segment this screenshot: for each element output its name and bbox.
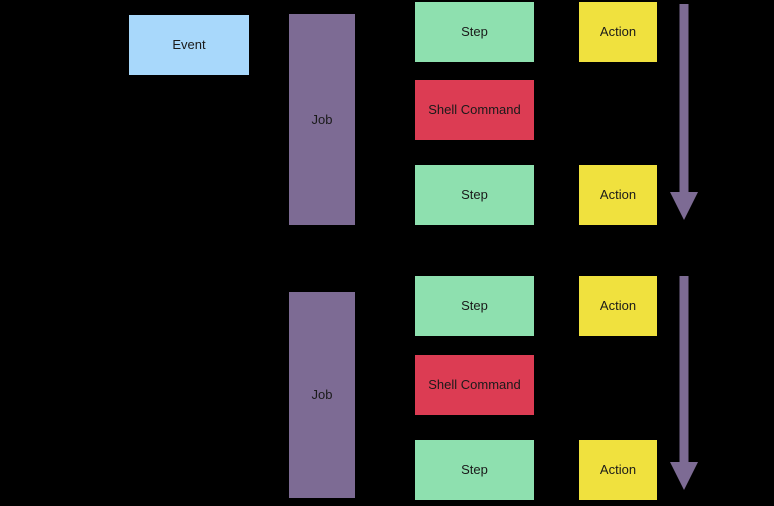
node-label: Step bbox=[461, 24, 488, 40]
node-event: Event bbox=[129, 15, 249, 75]
node-label: Job bbox=[311, 111, 333, 127]
node-label: Shell Command bbox=[428, 102, 521, 118]
node-shell-1-1: Shell Command bbox=[415, 80, 534, 140]
node-label: Step bbox=[461, 462, 488, 478]
arrow-down-icon-arrow-1 bbox=[669, 4, 699, 220]
node-action-1-1: Action bbox=[579, 2, 657, 62]
node-step-2-1: Step bbox=[415, 276, 534, 336]
node-step-1-2: Step bbox=[415, 165, 534, 225]
node-label: Event bbox=[172, 37, 206, 53]
node-shell-2-1: Shell Command bbox=[415, 355, 534, 415]
node-label: Shell Command bbox=[428, 377, 521, 393]
node-label: Action bbox=[599, 298, 637, 314]
node-action-2-1: Action bbox=[579, 276, 657, 336]
node-label: Action bbox=[599, 24, 637, 40]
node-action-2-2: Action bbox=[579, 440, 657, 500]
node-action-1-2: Action bbox=[579, 165, 657, 225]
arrow-down-icon-arrow-2 bbox=[669, 276, 699, 490]
node-step-2-2: Step bbox=[415, 440, 534, 500]
node-label: Action bbox=[599, 462, 637, 478]
node-label: Step bbox=[461, 187, 488, 203]
node-label: Action bbox=[599, 187, 637, 203]
node-job-2: Job bbox=[289, 292, 355, 498]
node-label: Job bbox=[311, 387, 333, 403]
node-label: Step bbox=[461, 298, 488, 314]
node-step-1-1: Step bbox=[415, 2, 534, 62]
node-job-1: Job bbox=[289, 14, 355, 225]
